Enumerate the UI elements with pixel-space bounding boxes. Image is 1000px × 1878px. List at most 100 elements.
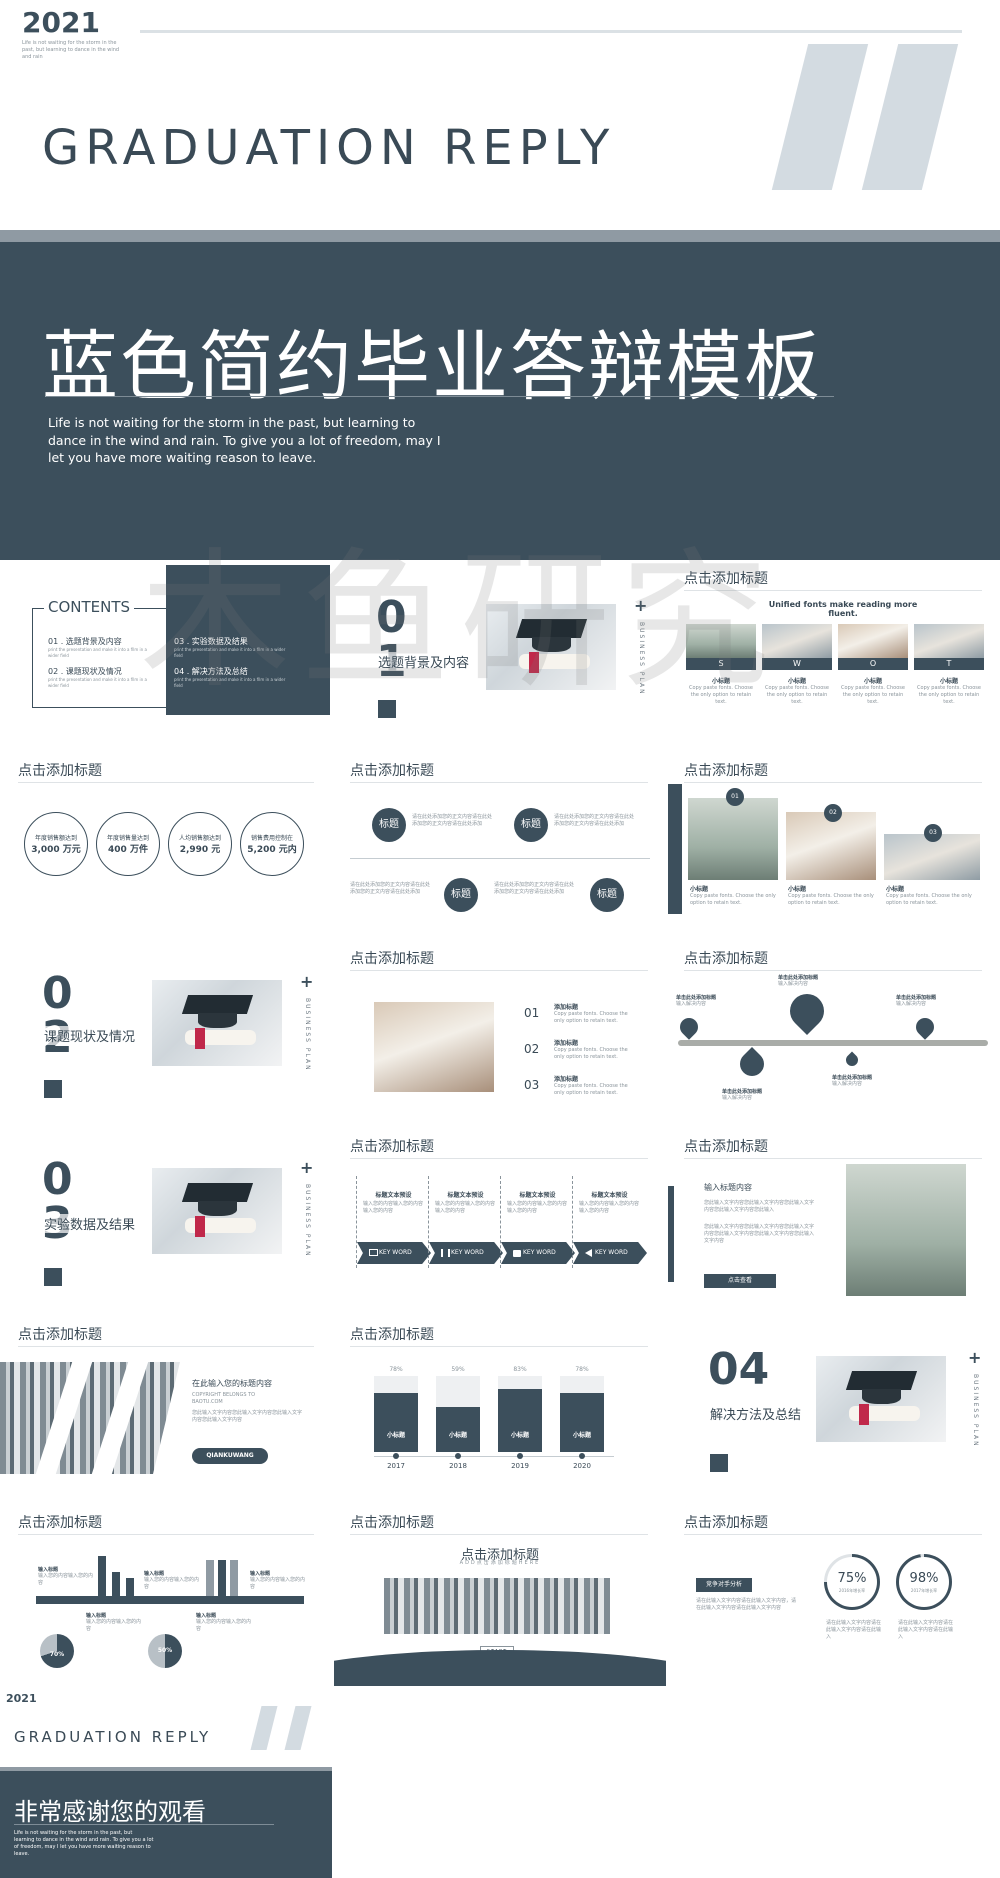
- section-title: 解决方法及总结: [710, 1408, 802, 1423]
- slide-title: 点击添加标题: [684, 1515, 768, 1531]
- slide-section-04[interactable]: 04 解决方法及总结 + BUSINESS PLAN: [668, 1312, 1000, 1498]
- slide-swot[interactable]: 点击添加标题 Unified fonts make reading more f…: [668, 560, 1000, 746]
- photo-card: [688, 798, 778, 880]
- swot-col-o: O 小标题 Copy paste fonts. Choose the only …: [838, 624, 908, 706]
- speaker-icon: [585, 1249, 592, 1257]
- keyword-label: KEY WORD: [595, 1249, 628, 1256]
- side-label: BUSINESS PLAN: [638, 622, 645, 696]
- photo-num: 03: [924, 824, 942, 842]
- ring-text: 请在此输入文字内容请在此输入文字内容请在此输入: [898, 1620, 954, 1640]
- swot-item-title: 小标题: [863, 678, 882, 685]
- pin-title: 单击此处添加标题: [676, 995, 717, 1001]
- slide-stats[interactable]: 点击添加标题 年度销售额达到 3,000 万元 年度销售量达到 400 万件 人…: [0, 748, 332, 934]
- slide-rule: [350, 1158, 648, 1159]
- keyword-tag: KEY WORD: [429, 1242, 503, 1264]
- slide-section-03[interactable]: 03 实验数据及结果 + BUSINESS PLAN: [0, 1124, 332, 1310]
- stat-label: 人均销售额达到: [178, 835, 221, 842]
- list-row: 03 添加标题 Copy paste fonts. Choose the onl…: [524, 1074, 644, 1096]
- mixed-label-text: 输入您的内容输入您的内容: [38, 1573, 94, 1586]
- bar-year: 2018: [449, 1462, 467, 1470]
- pin-text: 输入解决内容: [676, 1001, 707, 1007]
- cover-top-rule: [140, 30, 962, 33]
- keyword-col-text: 输入您的内容输入您的内容输入您的内容: [507, 1201, 568, 1214]
- slide-mixed[interactable]: 点击添加标题 输入标题 输入您的内容输入您的内容 输入标题 输入您的内容输入您的…: [0, 1500, 332, 1686]
- library-button[interactable]: QIANKUWANG: [192, 1448, 268, 1464]
- slide-pins[interactable]: 点击添加标题 单击此处添加标题 输入解决内容 单击此处添加标题 输入解决内容 单…: [668, 936, 1000, 1122]
- stat-label: 年度销售量达到: [106, 835, 149, 842]
- ring-sub: 2017年增长率: [910, 1588, 938, 1593]
- text-p1: 您此输入文字内容您此输入文字内容您此输入文字内容您此输入文字内容您此输入: [704, 1200, 815, 1213]
- slide-title: 点击添加标题: [350, 1139, 434, 1155]
- keyword-label: KEY WORD: [451, 1249, 484, 1256]
- caption-text: Copy paste fonts. Choose the only option…: [690, 893, 776, 906]
- pin-label: 单击此处添加标题 输入解决内容: [722, 1088, 782, 1102]
- bar-year: 2017: [387, 1462, 405, 1470]
- slide-timeline[interactable]: 点击添加标题 标题 请在此处添加您的正文内容请在此处添加您的正文内容请在此处添加…: [334, 748, 666, 934]
- pin-text: 输入解决内容: [832, 1081, 863, 1087]
- contents-item-sub: print the presentation and make it into …: [174, 647, 286, 658]
- mini-bar: [98, 1556, 106, 1596]
- mixed-label: 输入标题 输入您的内容输入您的内容: [38, 1566, 94, 1587]
- swot-subtitle: Unified fonts make reading more fluent.: [768, 600, 918, 618]
- mini-bar: [206, 1560, 214, 1596]
- view-button[interactable]: 点击查看: [704, 1274, 776, 1288]
- contents-frame: [32, 608, 298, 708]
- photo-caption: 小标题 Copy paste fonts. Choose the only op…: [886, 884, 972, 907]
- bar-dot: [579, 1453, 585, 1459]
- slide-rings[interactable]: 点击添加标题 竞争对手分析 请在此输入文字内容请在此输入文字内容，请在此输入文字…: [668, 1500, 1000, 1686]
- swot-item-text: Copy paste fonts. Choose the only option…: [917, 685, 981, 705]
- cover-title-en: GRADUATION REPLY: [42, 120, 616, 176]
- progress-ring: 75% 2016年增长率: [824, 1554, 880, 1610]
- slide-library[interactable]: 点击添加标题 在此输入您的标题内容 COPYRIGHT BELONGS TO B…: [0, 1312, 332, 1498]
- mixed-label-title: 输入标题: [250, 1571, 271, 1577]
- swot-item-title: 小标题: [787, 678, 806, 685]
- stat-circle: 年度销售额达到 3,000 万元: [24, 812, 88, 876]
- slide-list3[interactable]: 点击添加标题 01 添加标题 Copy paste fonts. Choose …: [334, 936, 666, 1122]
- slide-cover2[interactable]: 点击添加标题 点击添加标题 ADD点击添加标题HERE START: [334, 1500, 666, 1686]
- location-pin-icon: [912, 1014, 938, 1040]
- slide-textphoto[interactable]: 点击添加标题 输入标题内容 您此输入文字内容您此输入文字内容您此输入文字内容您此…: [668, 1124, 1000, 1310]
- slide-rule: [684, 1534, 982, 1535]
- slide-rule: [18, 1346, 314, 1347]
- bar-fill: 小标题: [498, 1389, 542, 1452]
- list-item-title: 添加标题: [554, 1040, 579, 1047]
- mixed-label-text: 输入您的内容输入您的内容: [250, 1577, 306, 1590]
- slide-title: 点击添加标题: [18, 1327, 102, 1343]
- photo-num: 02: [824, 804, 842, 822]
- list-row: 02 添加标题 Copy paste fonts. Choose the onl…: [524, 1038, 644, 1060]
- plus-icon: +: [300, 972, 314, 991]
- slide-rule: [684, 590, 982, 591]
- keyword-tag: KEY WORD: [573, 1242, 647, 1264]
- slide-photos3[interactable]: 点击添加标题 01 02 03 小标题 Copy paste fonts. Ch…: [668, 748, 1000, 934]
- swot-col-s: S 小标题 Copy paste fonts. Choose the only …: [686, 624, 756, 706]
- pin-text: 输入解决内容: [722, 1095, 753, 1101]
- slide-end[interactable]: 2021 GRADUATION REPLY 非常感谢您的观看 Life is n…: [0, 1688, 332, 1878]
- end-band-light: [0, 1767, 332, 1771]
- slide-section-02[interactable]: 02 课题现状及情况 + BUSINESS PLAN: [0, 936, 332, 1122]
- slide-keywords[interactable]: 点击添加标题 标题文本预设 输入您的内容输入您的内容输入您的内容 KEY WOR…: [334, 1124, 666, 1310]
- keyword-col: 标题文本预设 输入您的内容输入您的内容输入您的内容 KEY WORD: [356, 1176, 431, 1268]
- cover-band: [0, 242, 1000, 560]
- timeline-line: [350, 858, 650, 859]
- list-row: 01 添加标题 Copy paste fonts. Choose the onl…: [524, 1002, 644, 1024]
- timeline-text: 请在此处添加您的正文内容请在此处添加您的正文内容请在此处添加: [554, 814, 635, 827]
- slide-section-01[interactable]: 01 选题背景及内容 + BUSINESS PLAN: [334, 560, 666, 746]
- mixed-label: 输入标题 输入您的内容输入您的内容: [86, 1612, 142, 1633]
- stat-circle: 销售费用控制在 5,200 元内: [240, 812, 304, 876]
- graduation-cap-photo: [152, 980, 282, 1066]
- slide-title: 点击添加标题: [350, 1327, 434, 1343]
- slide-contents[interactable]: CONTENTS 01 . 选题背景及内容 print the presenta…: [0, 560, 332, 746]
- slide-title: 点击添加标题: [350, 763, 434, 779]
- caption-title: 小标题: [886, 886, 905, 893]
- section-square: [378, 700, 396, 718]
- end-quote: Life is not waiting for the storm in the…: [14, 1830, 154, 1857]
- slide-rule: [684, 970, 982, 971]
- photo-caption: 小标题 Copy paste fonts. Choose the only op…: [690, 884, 776, 907]
- mini-bar: [112, 1572, 120, 1596]
- bar-fill: 小标题: [436, 1407, 480, 1452]
- ring-value: 75%: [837, 1571, 867, 1586]
- timeline-text: 请在此处添加您的正文内容请在此处添加您的正文内容请在此处添加: [494, 882, 575, 895]
- list-num: 03: [524, 1078, 540, 1092]
- graduation-cap-photo: [816, 1356, 946, 1442]
